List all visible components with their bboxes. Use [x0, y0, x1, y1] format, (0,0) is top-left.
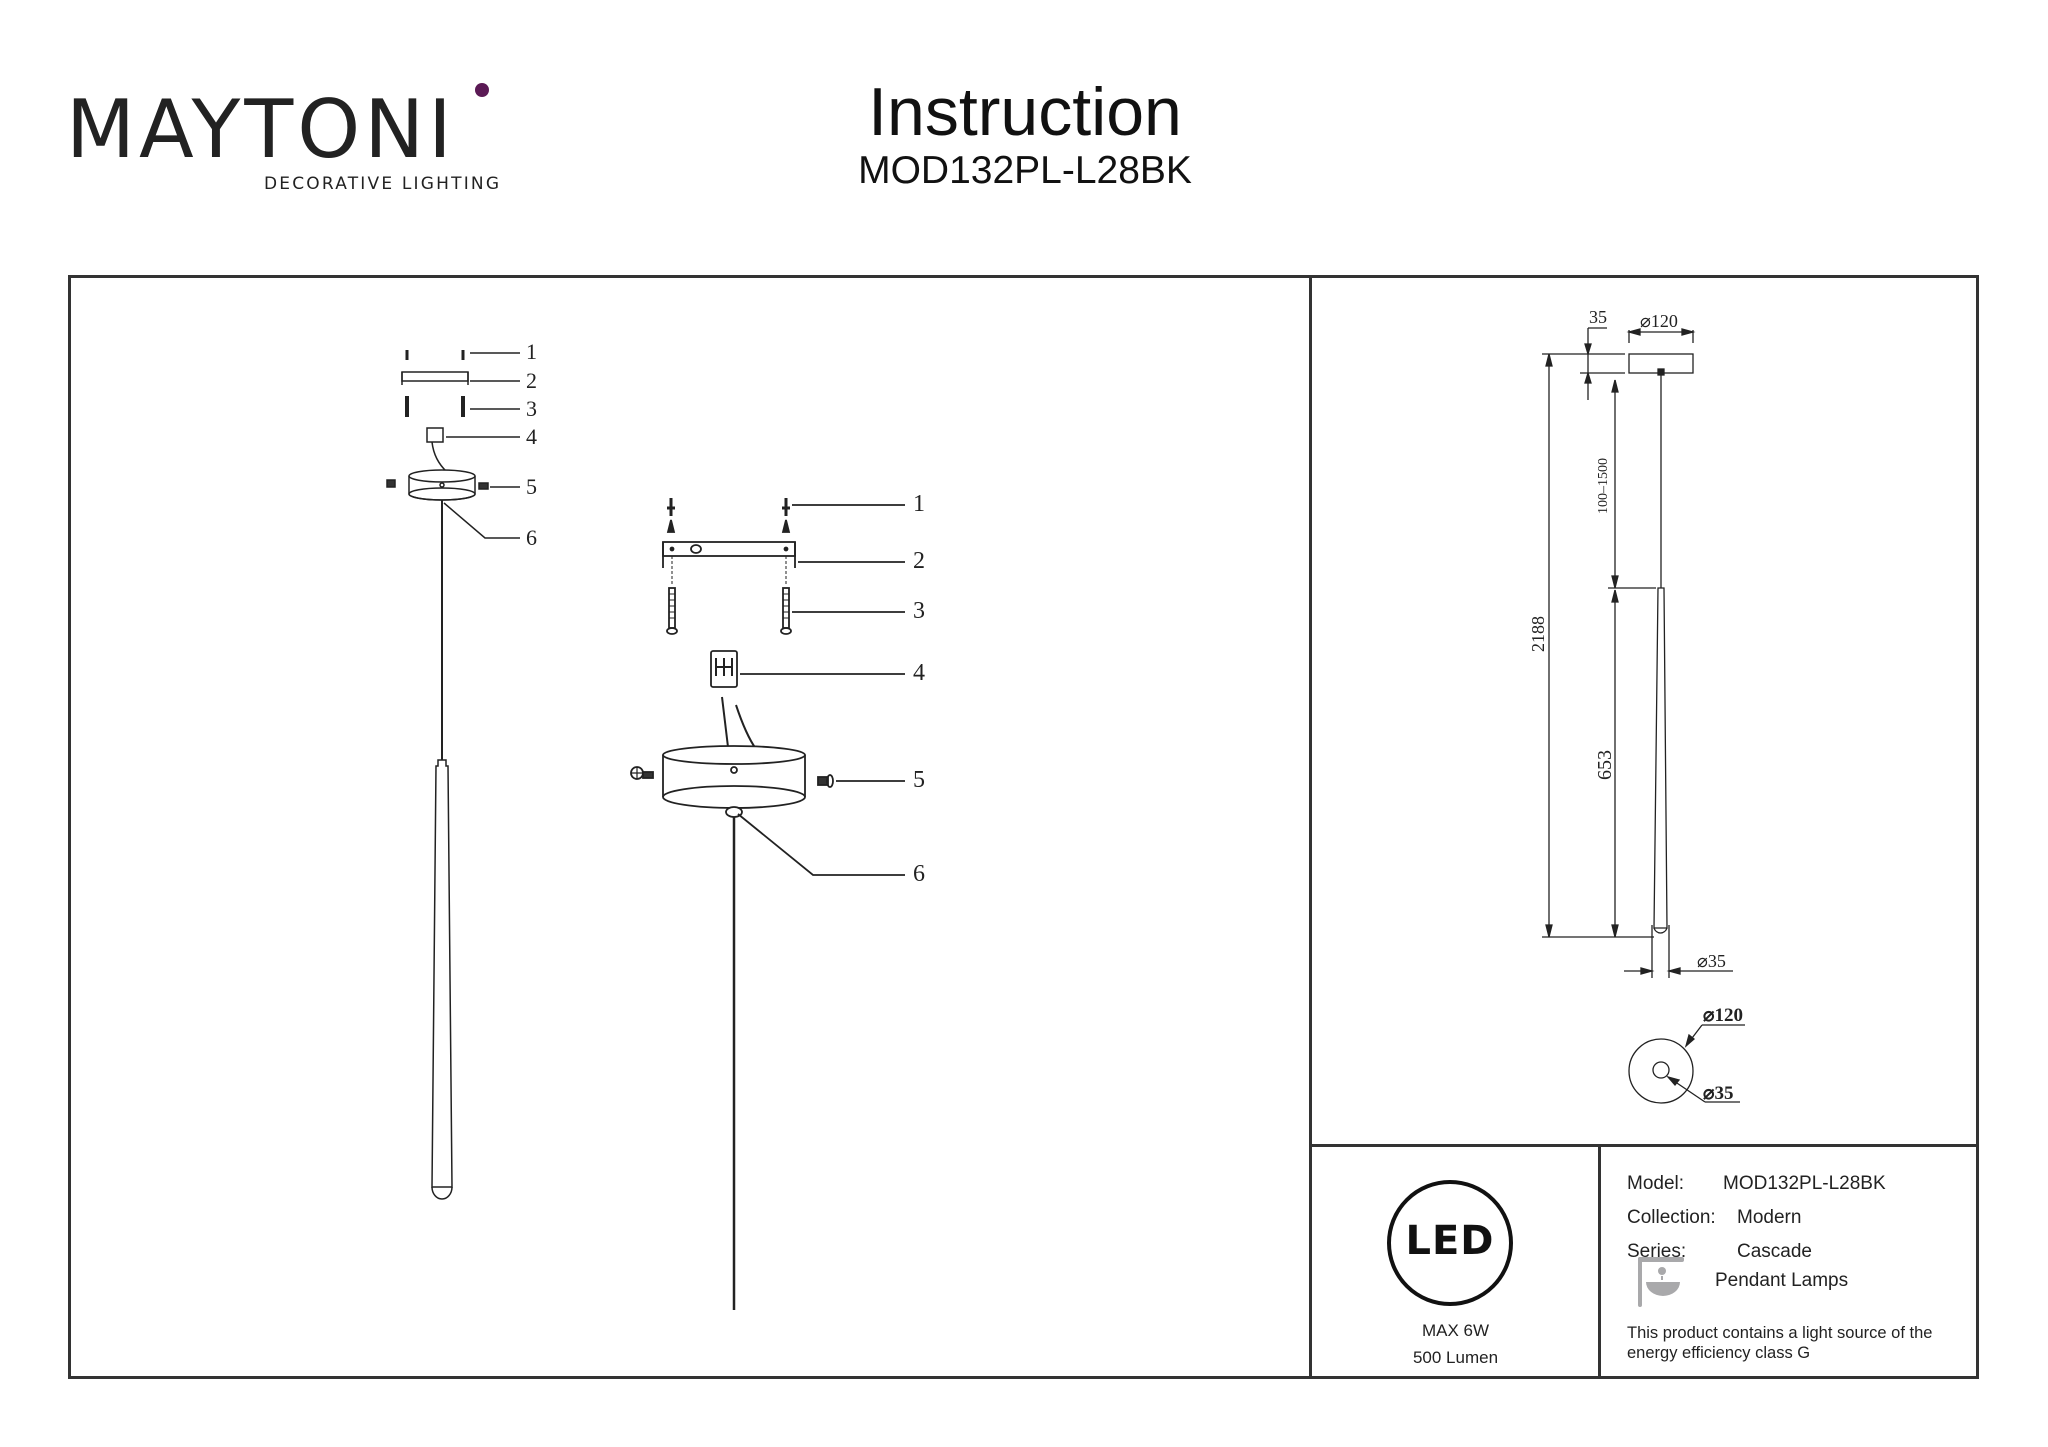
drawing-frame — [68, 275, 1979, 1379]
brand-tagline: DECORATIVE LIGHTING — [264, 174, 502, 194]
dimension-drawing — [1542, 327, 1745, 1104]
series-label: Series: — [1627, 1241, 1687, 1262]
small-callout-4: 4 — [526, 424, 537, 449]
max-power: MAX 6W — [1421, 1321, 1490, 1340]
led-badge-icon — [1387, 1180, 1513, 1306]
small-callout-3: 3 — [526, 396, 537, 421]
brand-accent-dot — [475, 83, 489, 97]
energy-efficiency-note: This product contains a light source of … — [1627, 1324, 1933, 1362]
small-mounting-bracket — [401, 371, 469, 382]
small-callout-2: 2 — [526, 368, 537, 393]
large-wall-anchors — [666, 498, 791, 533]
large-callout-3: 3 — [913, 598, 925, 624]
dim-top-outer-diameter: ⌀120 — [1703, 1005, 1743, 1026]
large-callout-1: 1 — [913, 491, 925, 517]
dim-canopy-height: 35 — [1589, 307, 1607, 327]
small-terminal-block — [426, 427, 444, 443]
large-mounting-bracket — [662, 541, 796, 557]
large-callout-4: 4 — [913, 660, 925, 686]
large-callout-5: 5 — [913, 767, 925, 793]
large-canopy — [662, 745, 806, 809]
large-callout-6: 6 — [913, 861, 925, 887]
collection-label: Collection: — [1627, 1207, 1716, 1228]
small-screw-anchor — [405, 350, 465, 360]
pendant-shade-side-view — [1653, 587, 1668, 929]
page-title: Instruction — [868, 74, 1182, 150]
large-assembly-view — [630, 498, 905, 1310]
model-label: Model: — [1627, 1173, 1685, 1194]
top-view-canopy — [1628, 1038, 1694, 1104]
series-value: Cascade — [1737, 1241, 1812, 1262]
brand-name: MAYTONI — [66, 83, 456, 176]
frame-divider-horizontal — [1309, 1144, 1979, 1147]
large-terminal-block — [710, 650, 738, 688]
canopy-screws — [630, 766, 834, 788]
led-badge-label: LED — [1405, 1218, 1495, 1264]
small-callout-5: 5 — [526, 474, 537, 499]
dim-canopy-diameter: ⌀120 — [1640, 311, 1678, 331]
large-screws — [666, 587, 792, 635]
info-divider-vertical — [1598, 1144, 1601, 1379]
frame-divider-vertical — [1309, 275, 1312, 1379]
small-pendant-shade — [431, 759, 453, 1188]
dim-top-inner-diameter: ⌀35 — [1703, 1083, 1734, 1104]
dim-shade-diameter: ⌀35 — [1697, 951, 1726, 971]
luminous-flux: 500 Lumen — [1412, 1348, 1499, 1367]
brand-logo: MAYTONI DECORATIVE LIGHTING — [66, 80, 506, 200]
dim-total-height: 2188 — [1528, 616, 1548, 652]
pendant-lamp-icon — [1638, 1257, 1684, 1307]
large-callout-2: 2 — [913, 548, 925, 574]
small-assembly-view — [386, 350, 520, 1200]
small-callout-6: 6 — [526, 525, 537, 550]
model-code: MOD132PL-L28BK — [858, 149, 1192, 192]
dim-cable-length: 100–1500 — [1596, 458, 1611, 514]
model-value: MOD132PL-L28BK — [1723, 1173, 1886, 1194]
category-value: Pendant Lamps — [1715, 1270, 1849, 1291]
small-callout-1: 1 — [526, 339, 537, 364]
top-view-shade — [1652, 1061, 1670, 1079]
dim-shade-length: 653 — [1594, 750, 1616, 780]
collection-value: Modern — [1737, 1207, 1802, 1228]
